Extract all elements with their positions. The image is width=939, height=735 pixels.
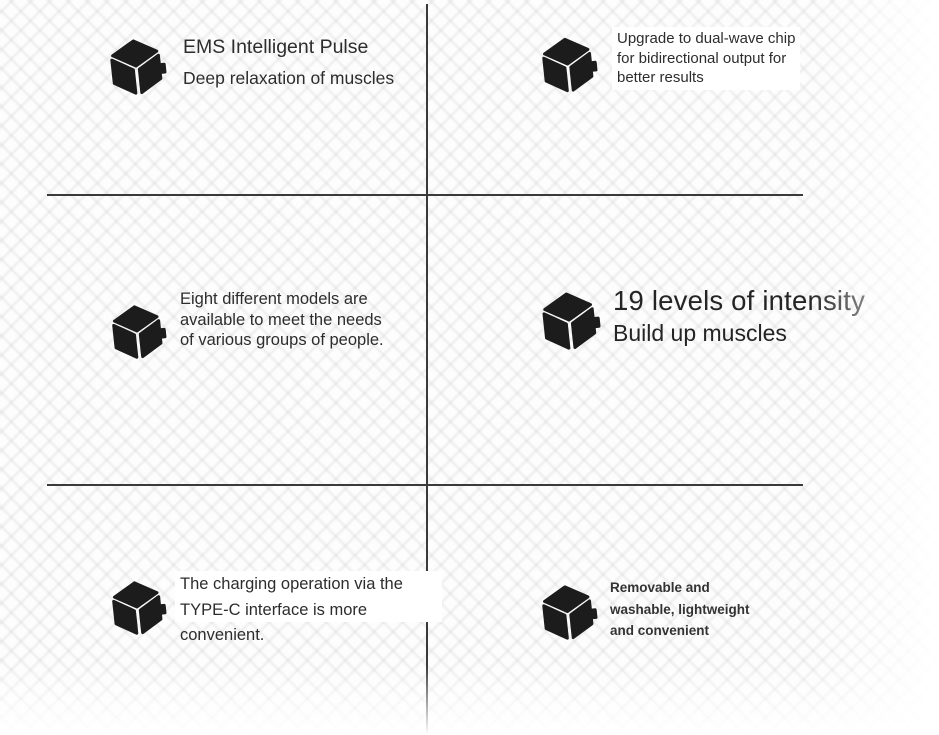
cube-icon: [112, 305, 167, 359]
text-backdrop: [175, 571, 442, 622]
cube-icon: [110, 39, 167, 95]
feature-text-line: Removable and: [610, 580, 710, 595]
feature-dual-wave: Upgrade to dual-wave chip for bidirectio…: [538, 27, 801, 95]
feature-washable: Removable and washable, lightweight and …: [538, 577, 750, 642]
cube-icon: [542, 37, 598, 93]
feature-text-line: convenient.: [180, 626, 265, 644]
feature-title: EMS Intelligent Pulse: [183, 36, 369, 58]
feature-eight-models: Eight different models are available to …: [108, 289, 384, 361]
feature-subtitle: Build up muscles: [613, 320, 787, 346]
vertical-divider: [426, 4, 428, 733]
feature-text-line: The charging operation via the: [180, 575, 403, 593]
feature-ems-pulse: EMS Intelligent Pulse Deep relaxation of…: [106, 33, 394, 97]
feature-text-line: and convenient: [610, 623, 710, 638]
feature-text-line: washable, lightweight: [610, 601, 750, 617]
horizontal-divider-1: [47, 194, 803, 196]
cube-icon: [542, 292, 601, 350]
feature-intensity: 19 levels of intensity Build up muscles: [538, 284, 865, 352]
feature-type-c: The charging operation via the TYPE-C in…: [108, 572, 403, 649]
horizontal-divider-2: [47, 484, 803, 486]
feature-text-line: Upgrade to dual-wave chip: [617, 30, 796, 47]
feature-text-line: available to meet the needs: [180, 310, 382, 329]
feature-subtitle: Deep relaxation of muscles: [183, 68, 395, 88]
feature-text-line: Eight different models are: [180, 290, 368, 308]
feature-text-line: TYPE-C interface is more: [180, 600, 368, 619]
cube-icon: [112, 581, 167, 635]
feature-text-line: for bidirectional output for: [617, 49, 787, 67]
feature-text-line: of various groups of people.: [180, 331, 384, 349]
feature-text-line: better results: [617, 69, 704, 86]
cube-icon: [542, 585, 598, 640]
feature-title: 19 levels of intensity: [613, 285, 866, 316]
